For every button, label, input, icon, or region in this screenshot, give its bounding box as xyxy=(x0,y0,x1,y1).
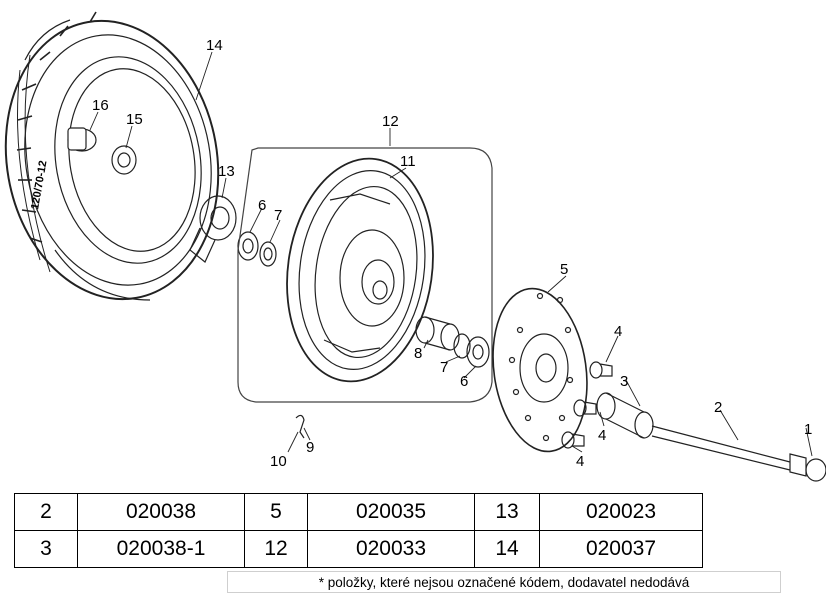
tire-size-text: 120/70-12 xyxy=(29,160,49,211)
supplier-note: * položky, které nejsou označené kódem, … xyxy=(227,571,781,593)
code-cell: 020038 xyxy=(77,493,245,531)
callout-7-left: 7 xyxy=(274,207,282,224)
position-cell: 3 xyxy=(14,530,78,568)
code-cell: 020037 xyxy=(539,530,703,568)
callout-13: 13 xyxy=(218,163,235,180)
speedo-drive-13 xyxy=(189,195,237,263)
callout-14: 14 xyxy=(206,37,223,54)
axle-2 xyxy=(651,425,807,477)
callout-15: 15 xyxy=(126,111,143,128)
position-cell: 5 xyxy=(244,493,308,531)
position-cell: 13 xyxy=(474,493,540,531)
axle-nut-1 xyxy=(805,458,826,482)
nut-15 xyxy=(111,145,137,175)
parts-table: 2 020038 5 020035 13 020023 3 020038-1 1… xyxy=(14,493,703,568)
code-cell: 020023 xyxy=(539,493,703,531)
code-cell: 020038-1 xyxy=(77,530,245,568)
code-cell: 020033 xyxy=(307,530,475,568)
callout-4-middle: 4 xyxy=(598,427,606,444)
spacer-3 xyxy=(596,392,654,439)
rim-11 xyxy=(286,157,434,383)
bolt-4-middle xyxy=(573,399,597,417)
callout-11: 11 xyxy=(400,153,416,170)
callout-2: 2 xyxy=(714,399,722,416)
rim-group-box xyxy=(237,147,493,403)
callout-5: 5 xyxy=(560,261,568,278)
bearing-6-left xyxy=(237,231,259,261)
bolt-4-bottom xyxy=(561,431,585,449)
bearing-6-right xyxy=(466,336,490,368)
position-cell: 14 xyxy=(474,530,540,568)
table-row: 3 020038-1 12 020033 14 020037 xyxy=(14,530,703,568)
callout-16: 16 xyxy=(92,97,109,114)
position-cell: 12 xyxy=(244,530,308,568)
leader-lines xyxy=(89,51,813,457)
position-cell: 2 xyxy=(14,493,78,531)
callout-4-bottom: 4 xyxy=(576,453,584,470)
callout-4-top: 4 xyxy=(614,323,622,340)
code-cell: 020035 xyxy=(307,493,475,531)
table-row: 2 020038 5 020035 13 020023 xyxy=(14,493,703,531)
callout-8: 8 xyxy=(414,345,422,362)
callout-6-right: 6 xyxy=(460,373,468,390)
bolt-4-top xyxy=(589,361,613,379)
callout-7-right: 7 xyxy=(440,359,448,376)
spacer-8 xyxy=(415,316,460,351)
seal-7-left xyxy=(259,241,277,267)
exploded-wheel-diagram: 120/70-12 xyxy=(4,11,826,482)
callout-6-left: 6 xyxy=(258,197,266,214)
callout-3: 3 xyxy=(620,373,628,390)
callout-10: 10 xyxy=(270,453,287,470)
tread-pattern xyxy=(16,11,97,243)
callout-1: 1 xyxy=(804,421,812,438)
seal-7-right xyxy=(453,333,471,359)
tire xyxy=(4,19,220,301)
callout-12: 12 xyxy=(382,113,399,130)
callout-9: 9 xyxy=(306,439,314,456)
valve-9 xyxy=(295,414,305,439)
brake-disc-5 xyxy=(492,287,588,453)
